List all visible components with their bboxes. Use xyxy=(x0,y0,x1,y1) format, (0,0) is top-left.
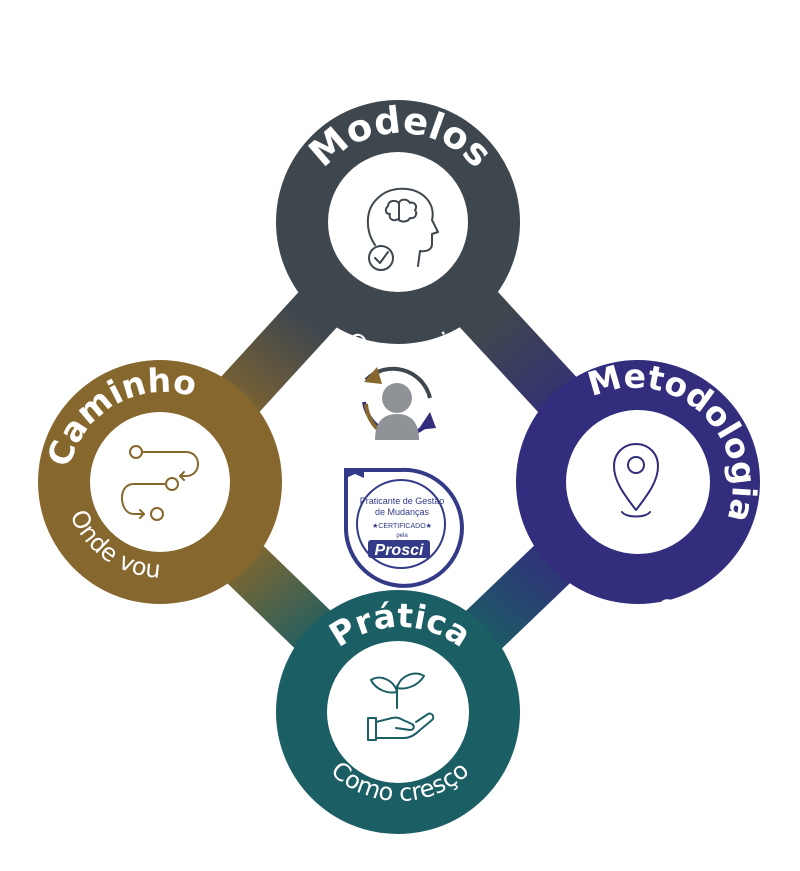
person-cycle-icon xyxy=(362,366,436,440)
map-pin-icon xyxy=(613,443,659,518)
route-path-icon xyxy=(121,445,199,521)
prosci-certification-badge: Praticante de Gestão de Mudanças ★CERTIF… xyxy=(344,467,464,588)
badge-by: pela xyxy=(396,533,408,539)
badge-line2: de Mudanças xyxy=(375,507,430,517)
badge-line1: Praticante de Gestão xyxy=(360,496,445,506)
node-pratica: Prática Como cresço xyxy=(276,590,520,834)
badge-certified: ★CERTIFICADO★ xyxy=(372,522,432,530)
head-brain-check-icon xyxy=(366,187,439,271)
hand-sprout-icon xyxy=(367,672,435,741)
badge-brand: Prosci xyxy=(375,542,424,559)
